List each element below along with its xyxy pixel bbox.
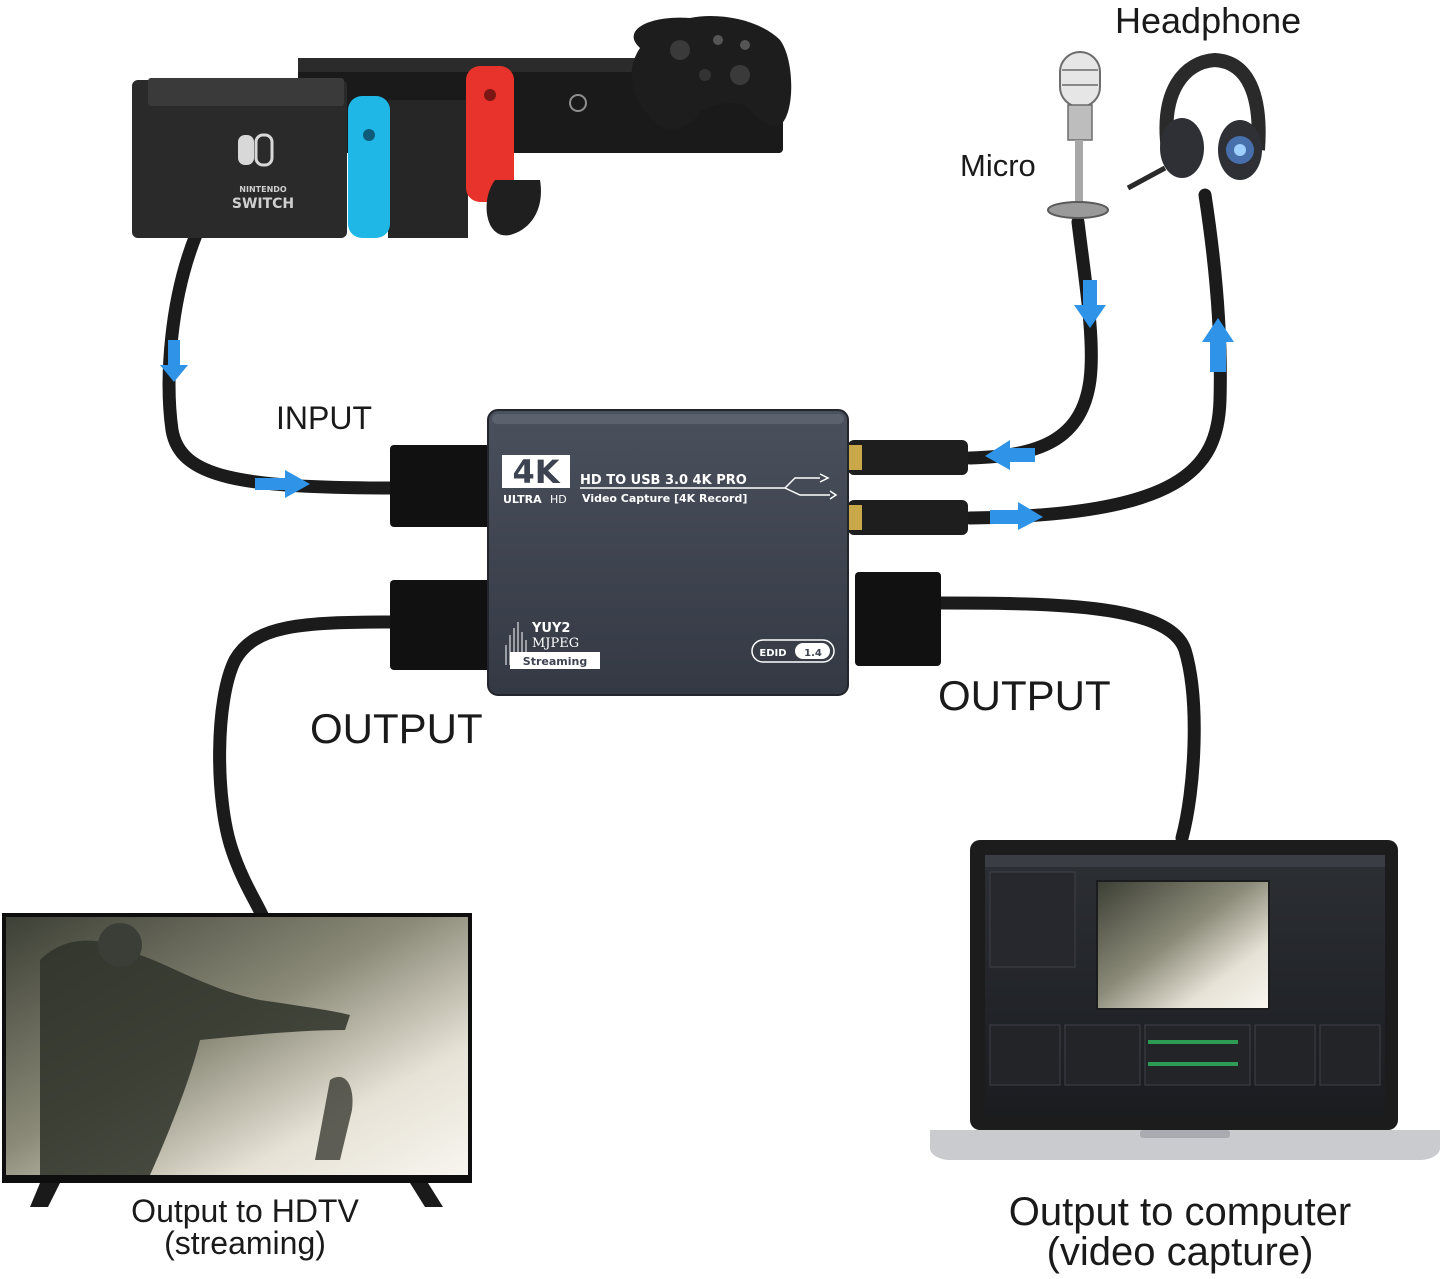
streaming-label: Streaming bbox=[523, 655, 587, 668]
badge-hd: HD bbox=[550, 493, 567, 506]
joycon-right bbox=[466, 66, 514, 202]
micro-label: Micro bbox=[960, 148, 1036, 183]
output-right-label: OUTPUT bbox=[938, 672, 1111, 719]
switch-brand-line1: NINTENDO bbox=[239, 185, 287, 194]
input-cable bbox=[162, 228, 402, 495]
switch-brand-line2: SWITCH bbox=[232, 196, 294, 212]
hdtv-cable bbox=[213, 615, 402, 922]
audio-jack-headphone bbox=[848, 500, 968, 535]
headphone-cable bbox=[963, 188, 1227, 525]
preview-image bbox=[1098, 882, 1268, 1008]
mjpeg-label: MJPEG bbox=[532, 636, 579, 651]
hdtv-caption-line2: (streaming) bbox=[164, 1225, 326, 1261]
edid-version: 1.4 bbox=[804, 648, 822, 659]
audio-jack-mic bbox=[848, 440, 968, 475]
hdtv bbox=[2, 913, 472, 1207]
arrow-right-icon bbox=[990, 502, 1043, 530]
game-controller-icon bbox=[631, 16, 792, 130]
output-left-label: OUTPUT bbox=[310, 705, 483, 752]
game-consoles: NINTENDO SWITCH bbox=[132, 16, 792, 238]
laptop bbox=[930, 840, 1440, 1160]
hdmi-output-left-plug bbox=[390, 580, 492, 670]
edid-badge bbox=[751, 639, 835, 663]
arrow-left-icon bbox=[985, 440, 1035, 470]
computer-cable bbox=[933, 596, 1201, 845]
capture-device: 4K ULTRA HD HD TO USB 3.0 4K PRO Video C… bbox=[487, 409, 849, 696]
switch-screen bbox=[388, 100, 468, 238]
yuy2-label: YUY2 bbox=[531, 621, 570, 636]
device-line2: Video Capture [4K Record] bbox=[582, 492, 747, 505]
badge-4k: 4K bbox=[512, 453, 560, 491]
input-label: INPUT bbox=[276, 400, 372, 436]
signal-arrows bbox=[160, 280, 1234, 530]
computer-caption-line2: (video capture) bbox=[1046, 1230, 1314, 1274]
arrow-down-icon bbox=[1074, 280, 1106, 328]
device-line1: HD TO USB 3.0 4K PRO bbox=[580, 473, 747, 488]
hdmi-output-right-plug bbox=[855, 572, 941, 666]
badge-4k-box bbox=[502, 455, 570, 488]
streaming-box bbox=[510, 652, 600, 669]
badge-ultra: ULTRA bbox=[503, 493, 542, 506]
hdtv-caption-line1: Output to HDTV bbox=[131, 1193, 359, 1229]
mic-cable bbox=[963, 215, 1098, 465]
headphone-label: Headphone bbox=[1115, 0, 1302, 41]
xbox-logo-icon bbox=[569, 94, 587, 112]
hdtv-caption: Output to HDTV (streaming) bbox=[95, 1195, 395, 1259]
arrow-down-icon bbox=[160, 340, 188, 382]
microphone-icon bbox=[1047, 51, 1109, 219]
computer-caption: Output to computer (video capture) bbox=[975, 1192, 1385, 1272]
joycon-left bbox=[348, 96, 390, 238]
hdmi-input-plug bbox=[390, 445, 492, 527]
arrow-up-icon bbox=[1202, 318, 1234, 372]
computer-caption-line1: Output to computer bbox=[1008, 1190, 1352, 1234]
edid-label: EDID bbox=[759, 648, 786, 659]
switch-logo-icon bbox=[238, 133, 274, 167]
usb-trident-icon bbox=[784, 473, 838, 500]
connectors bbox=[390, 440, 968, 670]
headphone-icon bbox=[1126, 52, 1266, 191]
arrow-right-icon bbox=[255, 470, 310, 498]
